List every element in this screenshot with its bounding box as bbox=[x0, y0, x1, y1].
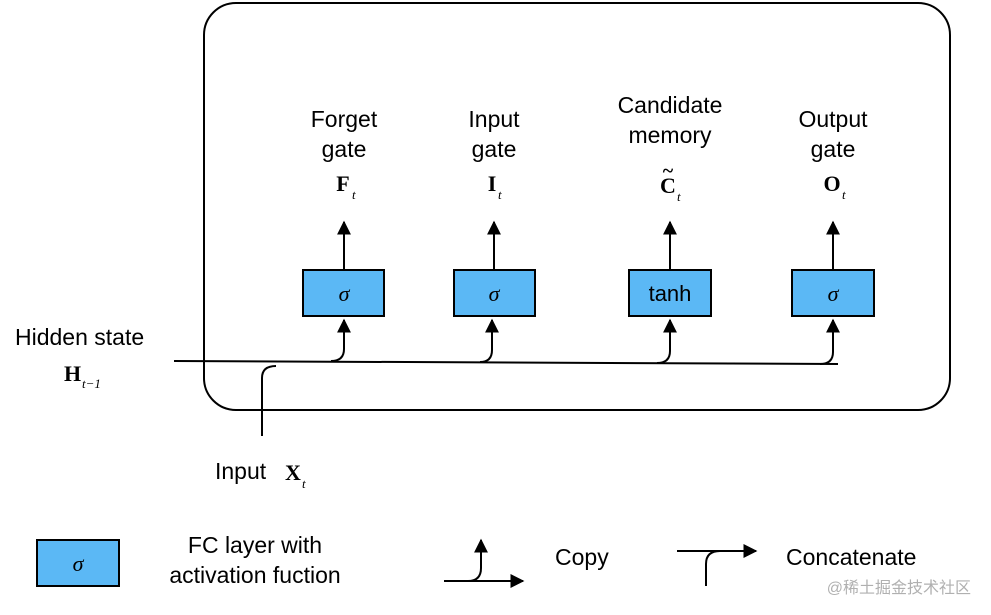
fc-layer-label-forget: σ bbox=[339, 281, 351, 306]
fc-layer-label-output: σ bbox=[828, 281, 840, 306]
legend-fc-box bbox=[36, 539, 120, 587]
hidden-state-line bbox=[173, 360, 839, 365]
gate-forget-subscript: t bbox=[352, 187, 356, 202]
input-line bbox=[261, 365, 277, 436]
legend-concat-label: Concatenate bbox=[786, 544, 916, 570]
hidden-state-label: Hidden state bbox=[15, 324, 144, 350]
gate-output-title-line1: Output bbox=[798, 106, 868, 132]
gate-input-feed-arrow bbox=[479, 318, 499, 363]
fc-layer-box-input bbox=[453, 269, 536, 317]
hidden-state-subscript: t−1 bbox=[82, 376, 101, 391]
fc-layer-box-forget bbox=[302, 269, 385, 317]
legend-copy-label: Copy bbox=[555, 544, 609, 570]
gate-input-symbol: I bbox=[488, 171, 497, 196]
gate-forget-feed-arrow bbox=[330, 318, 351, 362]
fc-layer-label-candidate: tanh bbox=[649, 281, 692, 306]
input-subscript: t bbox=[302, 476, 306, 491]
gate-forget: σ Forget gate F t bbox=[302, 106, 385, 362]
gate-input-title-line1: Input bbox=[468, 106, 520, 132]
cell-frame bbox=[203, 2, 951, 411]
fc-layer-box-candidate bbox=[628, 269, 712, 317]
gate-input-subscript: t bbox=[498, 187, 502, 202]
gate-input: σ Input gate I t bbox=[453, 106, 536, 363]
gate-forget-title-line2: gate bbox=[322, 136, 367, 162]
gate-output-symbol: O bbox=[823, 171, 840, 196]
gate-candidate-title-line2: memory bbox=[628, 122, 712, 148]
legend-fc-line2: activation fuction bbox=[169, 562, 340, 588]
gate-forget-title-line1: Forget bbox=[311, 106, 378, 132]
gate-candidate-memory: tanh Candidate memory ~ C t bbox=[618, 92, 723, 364]
gate-candidate-subscript: t bbox=[677, 189, 681, 204]
gate-output-subscript: t bbox=[842, 187, 846, 202]
input-label: Input bbox=[215, 458, 267, 484]
legend-fc-symbol: σ bbox=[73, 551, 85, 576]
watermark: @稀土掘金技术社区 bbox=[827, 579, 971, 597]
gate-output: σ Output gate O t bbox=[791, 106, 875, 365]
input-symbol: X bbox=[285, 460, 301, 485]
gate-forget-symbol: F bbox=[336, 171, 349, 196]
gate-input-title-line2: gate bbox=[472, 136, 517, 162]
gate-candidate-tilde: ~ bbox=[663, 160, 674, 182]
hidden-state-symbol: H bbox=[64, 361, 81, 386]
legend-concat-joining-line bbox=[705, 550, 721, 586]
gate-output-feed-arrow bbox=[819, 318, 840, 365]
gate-candidate-title-line1: Candidate bbox=[618, 92, 723, 118]
fc-layer-label-input: σ bbox=[489, 281, 501, 306]
legend-copy-branch-arrow bbox=[467, 538, 488, 582]
legend-fc-line1: FC layer with bbox=[188, 532, 322, 558]
gate-candidate-symbol: C bbox=[660, 173, 676, 198]
gate-candidate-feed-arrow bbox=[656, 318, 677, 364]
gate-output-title-line2: gate bbox=[811, 136, 856, 162]
